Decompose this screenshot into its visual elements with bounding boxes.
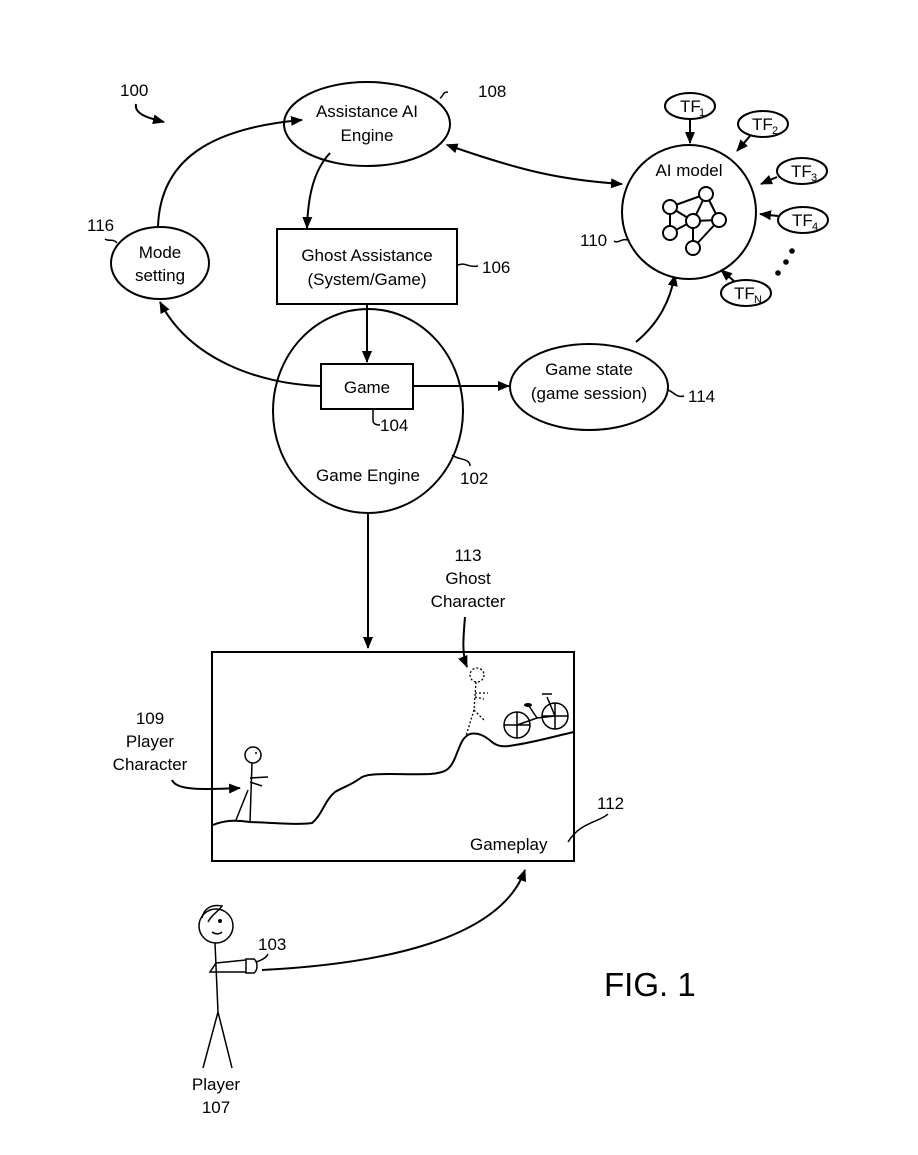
arrow-game-to-mode (159, 301, 321, 387)
player-label: Player (192, 1075, 241, 1094)
ai-model-node: AI model (621, 144, 757, 280)
figure-title: FIG. 1 (604, 966, 696, 1003)
ghost-ref-label: 113 (454, 546, 481, 565)
ghost-line2-label: Character (431, 592, 506, 611)
ref-102-leader (451, 454, 471, 467)
player-char-ref-label: 109 (136, 709, 164, 728)
tf-1-base: TF (680, 97, 701, 116)
mode-setting-line2: setting (135, 266, 185, 285)
player-character-figure (235, 746, 269, 823)
tf-2-base: TF (752, 115, 773, 134)
bicycle-icon (503, 693, 569, 739)
arrow-tf-4 (759, 210, 779, 221)
ref-114-label: 114 (688, 387, 715, 406)
ai-model-label: AI model (655, 161, 722, 180)
ref-108-leader (439, 91, 449, 99)
ghost-assistance-line1: Ghost Assistance (301, 246, 432, 265)
ref-110-leader (613, 238, 628, 243)
training-factor-3: TF 3 (776, 157, 828, 185)
arrow-ghost-label (458, 616, 468, 668)
mode-setting-line1: Mode (139, 243, 182, 262)
ref-116-label: 116 (87, 216, 114, 235)
ghost-character-figure (465, 667, 488, 737)
player-ref-label: 107 (202, 1098, 230, 1117)
assistance-ai-engine-line1: Assistance AI (316, 102, 418, 121)
ref-100-arrow (134, 103, 165, 125)
arrow-controller-to-gameplay (261, 869, 526, 971)
ellipsis-dots (775, 248, 795, 276)
tf-1-sub: 1 (699, 107, 705, 119)
ghost-assistance-node: Ghost Assistance (System/Game) (276, 228, 458, 305)
arrow-player-char-label (171, 779, 241, 794)
ref-114-leader (667, 389, 685, 398)
arrow-tf-2 (736, 135, 751, 152)
game-state-node: Game state (game session) (509, 343, 669, 431)
ghost-assistance-line2: (System/Game) (307, 270, 426, 289)
ref-104-leader (372, 410, 381, 426)
ghost-line1-label: Ghost (445, 569, 491, 588)
assistance-ai-engine-line2: Engine (341, 126, 394, 145)
player-char-line1-label: Player (126, 732, 175, 751)
ref-103-label: 103 (258, 935, 286, 954)
player-char-line2-label: Character (113, 755, 188, 774)
ref-102-label: 102 (460, 469, 488, 488)
ref-106-label: 106 (482, 258, 510, 277)
gameplay-screen: Gameplay (211, 651, 575, 862)
player-figure (198, 904, 258, 1069)
assistance-ai-engine-node: Assistance AI Engine (283, 81, 451, 167)
tf-3-base: TF (791, 162, 812, 181)
tf-2-sub: 2 (772, 125, 778, 137)
controller-icon (245, 958, 258, 974)
neural-network-icon (662, 186, 727, 256)
game-label: Game (344, 378, 390, 397)
tf-3-sub: 3 (811, 172, 817, 184)
ref-110-label: 110 (580, 231, 607, 250)
arrow-state-to-ai-model (635, 274, 678, 343)
ref-116-leader (104, 238, 118, 244)
game-engine-label: Game Engine (316, 466, 420, 485)
ref-103-leader (255, 953, 269, 963)
game-state-line2: (game session) (531, 384, 647, 403)
ref-112-label: 112 (597, 794, 624, 813)
training-factor-n: TF N (720, 279, 772, 307)
tf-4-sub: 4 (812, 221, 818, 233)
game-state-line1: Game state (545, 360, 633, 379)
game-node: Game (320, 363, 414, 410)
training-factor-4: TF 4 (777, 206, 829, 234)
arrow-assistance-ai-model (445, 143, 623, 189)
game-engine-node: Game Engine (272, 308, 464, 514)
mode-setting-node: Mode setting (110, 226, 210, 300)
gameplay-label: Gameplay (470, 835, 548, 854)
terrain-line (212, 731, 575, 826)
ref-112-leader (567, 813, 609, 843)
ref-108-label: 108 (478, 82, 506, 101)
arrow-tf-n (720, 269, 735, 282)
ref-106-leader (457, 263, 479, 268)
arrow-assistance-to-ghost (302, 152, 331, 229)
training-factor-2: TF 2 (737, 110, 789, 138)
tf-n-base: TF (734, 284, 755, 303)
arrow-mode-to-assistance (157, 115, 303, 228)
tf-n-sub: N (754, 294, 762, 306)
ref-100-label: 100 (120, 81, 148, 100)
tf-4-base: TF (792, 211, 813, 230)
training-factor-1: TF 1 (664, 92, 716, 120)
arrow-tf-3 (760, 175, 778, 185)
ref-104-label: 104 (380, 416, 408, 435)
